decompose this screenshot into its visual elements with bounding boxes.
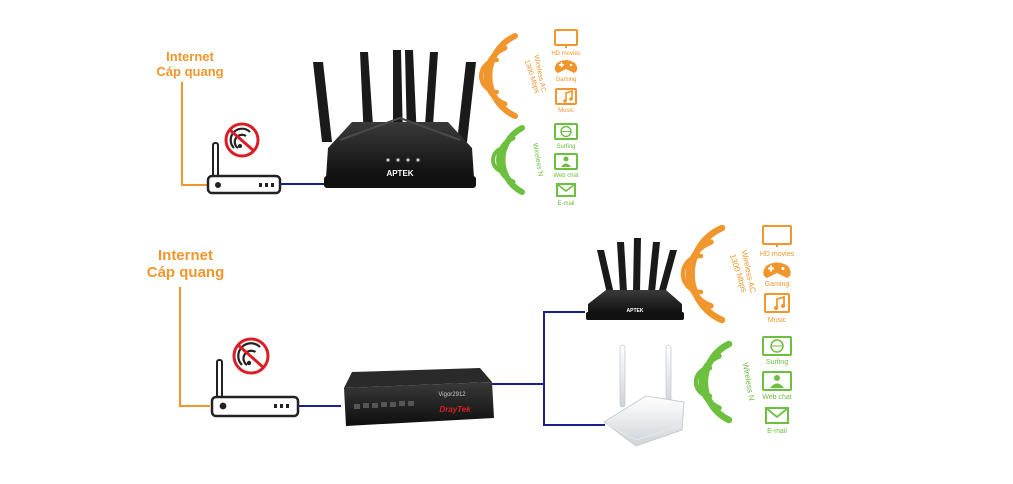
- app-label: Surfing: [766, 359, 788, 366]
- ac-router-top: APTEK: [313, 50, 476, 188]
- n-router-bottom: [603, 344, 685, 447]
- hd-movies-icon: HD movies: [551, 29, 581, 57]
- fiber-text: Cáp quang: [146, 264, 225, 282]
- hd-movies-icon: HD movies: [760, 225, 795, 258]
- web-chat-icon: Web chat: [553, 153, 579, 179]
- internet-text: Internet: [157, 247, 213, 264]
- draytek-gateway: Vigor2912 DrayTek: [344, 368, 494, 426]
- fiber-line-top: [181, 82, 207, 186]
- fiber-text: Cáp quang: [156, 63, 224, 79]
- app-label: Web chat: [553, 173, 579, 179]
- web-chat-icon: Web chat: [762, 371, 792, 401]
- n-label: Wireless N: [531, 142, 544, 177]
- internet-label-top: Internet Cáp quang: [140, 49, 240, 80]
- app-label: HD movies: [551, 51, 580, 57]
- internet-label-bottom: Internet Cáp quang: [128, 247, 243, 282]
- gateway-brand: DrayTek: [439, 405, 471, 414]
- app-label: Gaming: [555, 77, 576, 83]
- ac-router-bottom: APTEK: [586, 238, 684, 320]
- wifi-waves-ac-top: [479, 33, 518, 119]
- fiber-line-bottom: [179, 287, 210, 407]
- no-wifi-icon: [232, 337, 270, 375]
- router-brand: APTEK: [386, 169, 413, 178]
- no-wifi-icon: [224, 122, 260, 158]
- app-label: Music: [558, 108, 574, 114]
- app-label: Music: [768, 317, 787, 324]
- app-label: E-mail: [767, 428, 787, 435]
- app-label: Surfing: [556, 144, 575, 150]
- app-label: E-mail: [557, 201, 574, 207]
- internet-text: Internet: [166, 49, 214, 64]
- music-icon: Music: [555, 88, 577, 114]
- surfing-icon: Surfing: [762, 336, 792, 366]
- n-label: Wireless N: [741, 362, 757, 402]
- email-icon: E-mail: [765, 407, 789, 435]
- link-gateway-routers: [492, 311, 605, 426]
- app-label: Gaming: [765, 281, 790, 288]
- wifi-waves-n-bottom: [693, 340, 733, 424]
- music-icon: Music: [764, 293, 790, 324]
- wifi-waves-ac-bottom: [680, 224, 726, 324]
- router-brand: APTEK: [627, 308, 644, 314]
- email-icon: E-mail: [556, 183, 576, 207]
- gaming-icon: Gaming: [554, 60, 578, 83]
- gateway-model: Vigor2912: [438, 392, 466, 398]
- gaming-icon: Gaming: [763, 262, 791, 288]
- surfing-icon: Surfing: [554, 123, 578, 150]
- app-label: HD movies: [760, 251, 795, 258]
- wifi-waves-n-top: [491, 125, 525, 195]
- app-label: Web chat: [762, 394, 791, 401]
